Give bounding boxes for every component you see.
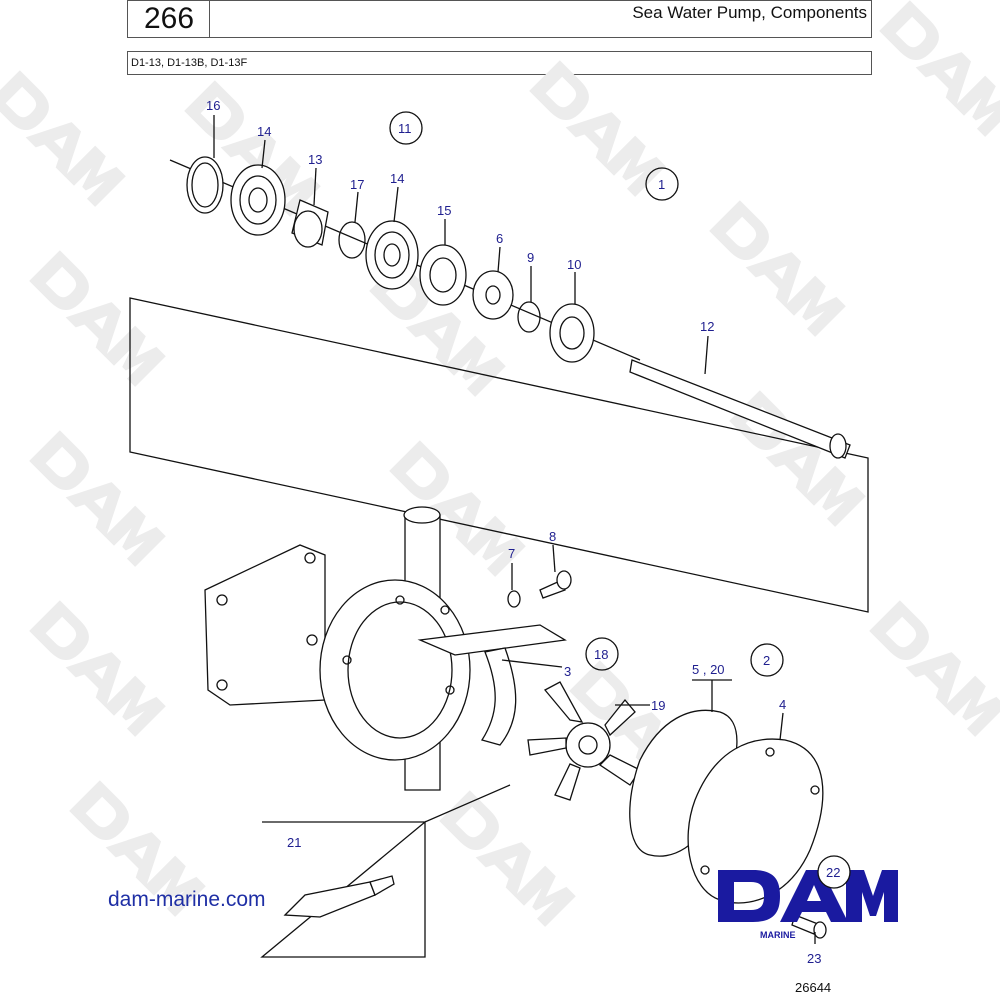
cam-3	[480, 647, 517, 746]
callout-22: 22	[826, 865, 840, 880]
callout-23: 23	[807, 951, 821, 966]
page-number: 266	[143, 2, 195, 35]
inset-box	[260, 784, 511, 958]
callout-14b: 14	[390, 171, 404, 186]
bearing-15	[419, 244, 467, 306]
washer-7	[507, 590, 521, 608]
bearing-14a	[230, 164, 286, 236]
callout-4: 4	[779, 697, 786, 712]
website-link[interactable]: dam-marine.com	[108, 888, 266, 911]
callout-19: 19	[651, 698, 665, 713]
callout-21: 21	[287, 835, 301, 850]
pump-housing	[204, 506, 471, 791]
sealant-tube-21	[283, 875, 395, 918]
impeller-19	[527, 681, 641, 801]
leader-lines	[213, 115, 816, 944]
callout-9: 9	[527, 250, 534, 265]
callout-2: 2	[763, 653, 770, 668]
gasket-flap	[417, 624, 567, 656]
ring-9	[517, 301, 541, 333]
callout-15: 15	[437, 203, 451, 218]
washer-6	[472, 270, 514, 320]
screw-8	[539, 570, 572, 599]
callout-16: 16	[206, 98, 220, 113]
callout-13: 13	[308, 152, 322, 167]
circlip-17	[338, 221, 366, 259]
shaft-12	[629, 359, 851, 459]
cover-4	[687, 738, 824, 904]
callout-14a: 14	[257, 124, 271, 139]
page-number-box: 266	[127, 0, 211, 38]
callout-circles	[389, 111, 851, 889]
callout-3: 3	[564, 664, 571, 679]
circlip-16	[186, 156, 224, 214]
bearing-10	[549, 303, 595, 363]
title-box: Sea Water Pump, Components	[209, 0, 872, 38]
callout-18: 18	[594, 647, 608, 662]
callout-17: 17	[350, 177, 364, 192]
callout-8: 8	[549, 529, 556, 544]
sleeve-13	[291, 199, 329, 248]
page-title: Sea Water Pump, Components	[632, 3, 867, 22]
callout-12: 12	[700, 319, 714, 334]
model-list: D1-13, D1-13B, D1-13F	[131, 57, 248, 69]
callout-11: 11	[398, 121, 412, 136]
figure-number: 26644	[795, 980, 832, 995]
callout-5-20: 5 , 20	[692, 662, 725, 677]
callout-6: 6	[496, 231, 503, 246]
screw-23	[791, 914, 827, 939]
callout-7: 7	[508, 546, 515, 561]
logo-subtext: MARINE	[760, 930, 796, 940]
bearing-14b	[365, 220, 419, 290]
explode-frame	[129, 297, 869, 613]
callout-1: 1	[658, 177, 665, 192]
watermark	[0, 0, 1000, 927]
model-box: D1-13, D1-13B, D1-13F	[127, 51, 872, 75]
callout-10: 10	[567, 257, 581, 272]
